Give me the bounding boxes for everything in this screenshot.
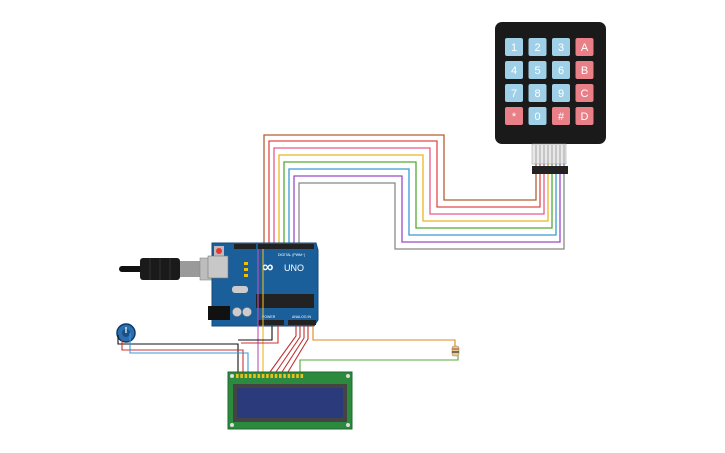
keypad-key-0[interactable]: 0: [528, 107, 547, 125]
keypad-key-9[interactable]: 9: [552, 84, 570, 102]
lcd-pin: [287, 374, 291, 378]
keypad-ribbon: [531, 143, 567, 165]
lcd-pin: [236, 374, 239, 378]
keypad-key-label: 4: [511, 65, 517, 77]
lcd-pin: [283, 374, 286, 378]
led-l: [244, 262, 248, 265]
digital-header-label: DIGITAL (PWM~): [278, 253, 305, 257]
keypad-key-label: 8: [534, 88, 540, 100]
keypad-key-5[interactable]: 5: [528, 61, 547, 79]
keypad-key-2[interactable]: 2: [528, 38, 547, 56]
led-tx: [244, 268, 248, 271]
lcd-pin: [253, 374, 256, 378]
wire-keypad-3: [273, 147, 545, 245]
lcd-pin: [291, 374, 295, 378]
keypad-key-6[interactable]: 6: [552, 61, 570, 79]
lcd-pin: [266, 374, 269, 378]
lcd-pin: [300, 374, 304, 378]
lcd-pin: [261, 374, 265, 378]
digital-header: [258, 244, 314, 249]
lcd-pin: [240, 374, 243, 378]
arduino-logo: ∞: [262, 259, 273, 276]
lcd-screen: [237, 388, 343, 418]
wire-keypad-8: [298, 162, 565, 250]
keypad-key-3[interactable]: 3: [552, 38, 570, 56]
keypad-key-label: *: [512, 111, 517, 123]
wire-keypad-1: [263, 134, 537, 245]
keypad-connector: [532, 166, 568, 174]
lcd-wires: [117, 326, 459, 373]
keypad-keys: 1 2 3 A 4 5 6 B 7 8 9 C * 0 # D: [505, 38, 594, 125]
crystal: [232, 286, 248, 293]
keypad-key-label: 7: [511, 88, 517, 100]
keypad-key-1[interactable]: 1: [505, 38, 523, 56]
keypad-key-label: 1: [511, 42, 517, 54]
keypad-key-label: B: [581, 65, 588, 77]
capacitor-2: [242, 307, 252, 317]
keypad-ribbon-pins: [535, 145, 565, 166]
wire-keypad-4: [278, 154, 549, 245]
keypad-key-label: 0: [534, 111, 540, 123]
potentiometer-icon[interactable]: [116, 323, 136, 343]
wire-keypad-2: [268, 140, 541, 245]
keypad-key-8[interactable]: 8: [528, 84, 547, 102]
keypad-key-label: C: [581, 88, 589, 100]
wire-keypad-6: [288, 162, 557, 245]
keypad-key-B[interactable]: B: [575, 61, 594, 79]
lcd-pin: [257, 374, 261, 378]
digital-header-2: [234, 244, 256, 249]
arduino-pin-wires: [257, 249, 264, 372]
wire-keypad-5: [283, 161, 553, 245]
keypad: 1 2 3 A 4 5 6 B 7 8 9 C * 0 # D: [495, 22, 606, 174]
keypad-key-#[interactable]: #: [552, 107, 570, 125]
capacitor-1: [232, 307, 242, 317]
wire-keypad-7: [293, 162, 561, 245]
keypad-key-label: D: [581, 111, 589, 123]
keypad-key-label: 3: [558, 42, 564, 54]
keypad-key-label: A: [581, 42, 589, 54]
lcd-pin: [248, 374, 252, 378]
keypad-key-label: 6: [558, 65, 564, 77]
keypad-key-label: 5: [534, 65, 540, 77]
analog-header-label: ANALOG IN: [292, 315, 312, 319]
keypad-key-label: 2: [534, 42, 540, 54]
led-rx: [244, 274, 248, 277]
analog-header: [288, 320, 316, 325]
lcd-pin: [244, 374, 248, 378]
svg-text:∞: ∞: [262, 259, 273, 276]
keypad-wires: [263, 134, 565, 250]
atmega-chip: [256, 294, 314, 308]
keypad-key-D[interactable]: D: [575, 107, 594, 125]
keypad-key-C[interactable]: C: [575, 84, 594, 102]
keypad-key-7[interactable]: 7: [505, 84, 523, 102]
resistor-icon: [451, 345, 460, 357]
lcd-pin: [296, 374, 299, 378]
usb-jack: [207, 255, 229, 279]
lcd-pin-header: [236, 374, 304, 378]
lcd-display: [227, 371, 353, 430]
lcd-pin: [270, 374, 273, 378]
arduino-model: UNO: [284, 263, 304, 273]
power-header: [258, 320, 284, 325]
keypad-key-*[interactable]: *: [505, 107, 523, 125]
power-jack: [208, 306, 230, 320]
arduino-board: DIGITAL (PWM~) ∞ UNO POWER ANALOG IN: [207, 242, 319, 327]
keypad-key-4[interactable]: 4: [505, 61, 523, 79]
keypad-key-label: 9: [558, 88, 564, 100]
keypad-key-A[interactable]: A: [575, 38, 594, 56]
keypad-key-label: #: [558, 111, 565, 123]
lcd-pin: [274, 374, 278, 378]
lcd-pin: [279, 374, 282, 378]
power-header-label: POWER: [262, 315, 276, 319]
